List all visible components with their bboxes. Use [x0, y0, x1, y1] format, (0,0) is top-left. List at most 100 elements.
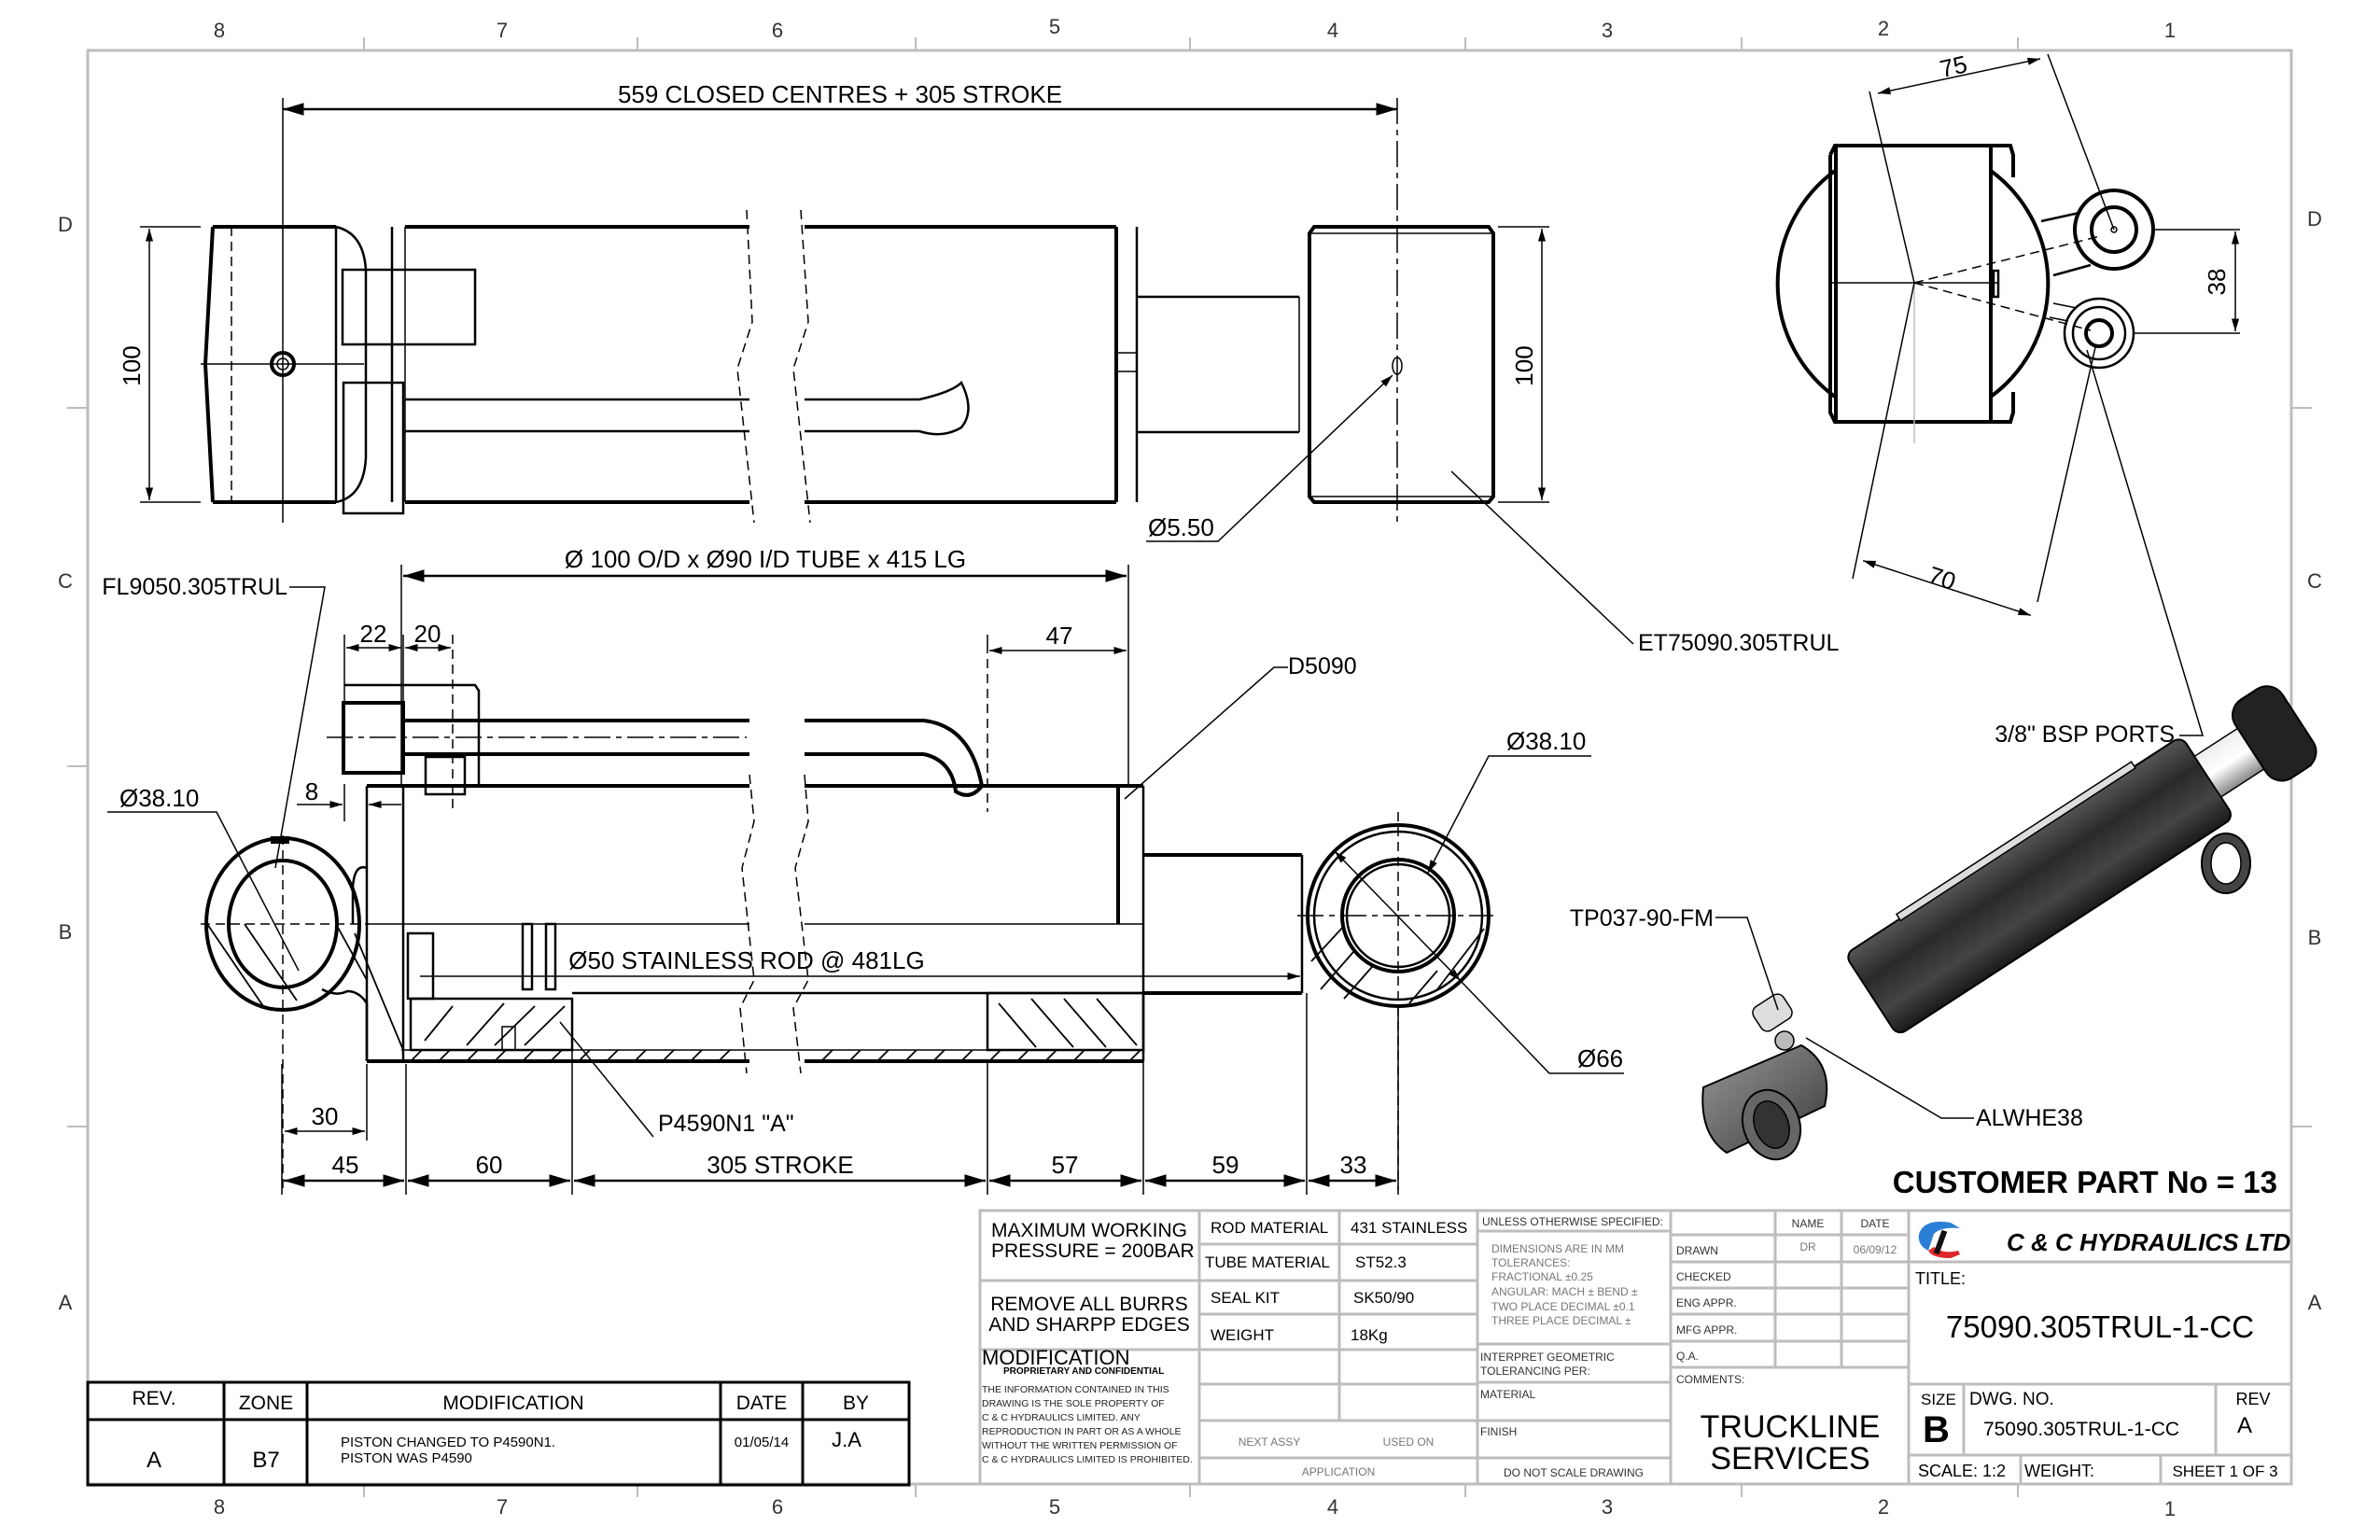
- material-label: ROD MATERIAL: [1211, 1219, 1328, 1237]
- dwg-no-value: 75090.305TRUL-1-CC: [1983, 1419, 2179, 1440]
- approvals-date-header: DATE: [1860, 1217, 1889, 1230]
- scale-value: SCALE: 1:2: [1918, 1462, 2006, 1480]
- dim-38: 38: [2203, 269, 2231, 296]
- dim-75: 75: [1938, 49, 1970, 83]
- bottom-dimension-chain: 45 60 305 STROKE 57 59 33: [281, 993, 1399, 1195]
- zone-d-right: D: [2307, 207, 2322, 231]
- tolerance-line: FRACTIONAL ±0.25: [1491, 1270, 1593, 1283]
- proprietary-line: C & C HYDRAULICS LIMITED IS PROHIBITED.: [982, 1454, 1193, 1465]
- comments-label: COMMENTS:: [1676, 1373, 1744, 1386]
- approval-row-date: 06/09/12: [1854, 1243, 1897, 1256]
- proprietary-line: THE INFORMATION CONTAINED IN THIS: [982, 1384, 1169, 1395]
- zone-8: 8: [214, 19, 225, 42]
- zone-5-bottom: 5: [1049, 1495, 1060, 1519]
- ports-callout: 3/8" BSP PORTS: [1995, 721, 2175, 748]
- material-label: WEIGHT: [1211, 1326, 1274, 1344]
- material-label: TUBE MATERIAL: [1205, 1253, 1330, 1271]
- burrs-note-line1: REMOVE ALL BURRS: [990, 1294, 1188, 1315]
- tolerance-line: THREE PLACE DECIMAL ±: [1491, 1314, 1631, 1327]
- material-value: 431 STAINLESS: [1351, 1219, 1467, 1237]
- iso-callout-top: TP037-90-FM: [1570, 905, 1714, 931]
- drawing-title: 75090.305TRUL-1-CC: [1946, 1309, 2254, 1344]
- zone-1-bottom: 1: [2164, 1497, 2176, 1520]
- zone-3-bottom: 3: [1602, 1495, 1613, 1519]
- rev-header-date: DATE: [736, 1393, 787, 1414]
- approval-row-label: MFG APPR.: [1676, 1323, 1737, 1337]
- base-callout: FL9050.305TRUL: [102, 574, 287, 600]
- zone-5: 5: [1049, 15, 1060, 38]
- used-on-label: USED ON: [1383, 1435, 1435, 1449]
- pressure-note-line1: MAXIMUM WORKING: [991, 1220, 1187, 1241]
- zone-2: 2: [1878, 17, 1889, 40]
- approval-row-label: CHECKED: [1676, 1270, 1731, 1283]
- dim-22: 22: [360, 620, 387, 648]
- tolerance-line: TWO PLACE DECIMAL ±0.1: [1491, 1300, 1635, 1313]
- application-label: APPLICATION: [1302, 1465, 1375, 1478]
- height-dim-right: 100: [1510, 345, 1538, 385]
- dim-47: 47: [1046, 622, 1073, 650]
- material-value: ST52.3: [1355, 1253, 1407, 1271]
- zone-3: 3: [1602, 19, 1613, 42]
- rev-row: A B7 PISTON CHANGED TO P4590N1. PISTON W…: [147, 1428, 861, 1473]
- zone-d-left: D: [58, 213, 73, 236]
- top-view: 559 CLOSED CENTRES + 305 STROKE: [118, 80, 1840, 656]
- dim-60: 60: [476, 1151, 503, 1179]
- zone-labels-side: D C B A D C B A: [58, 207, 2322, 1314]
- finish-field-label: FINISH: [1480, 1425, 1517, 1438]
- left-eye-dia: Ø38.10: [119, 784, 199, 812]
- proprietary-line: REPRODUCTION IN PART OR AS A WHOLE: [982, 1426, 1182, 1437]
- zone-6-bottom: 6: [772, 1495, 783, 1519]
- pressure-note-line2: PRESSURE = 200BAR: [991, 1240, 1195, 1262]
- weight-label: WEIGHT:: [2024, 1462, 2094, 1480]
- material-value: 18Kg: [1351, 1326, 1388, 1344]
- zone-a-left: A: [59, 1291, 73, 1314]
- proprietary-text: THE INFORMATION CONTAINED IN THIS DRAWIN…: [982, 1384, 1193, 1465]
- tolerances-block: UNLESS OTHERWISE SPECIFIED: DIMENSIONS A…: [1480, 1215, 1663, 1479]
- zone-c-left: C: [58, 569, 73, 593]
- customer-part-number: CUSTOMER PART No = 13: [1893, 1165, 2277, 1199]
- zone-a-right: A: [2308, 1291, 2322, 1314]
- material-field-label: MATERIAL: [1480, 1388, 1535, 1401]
- rev-value: A: [2237, 1413, 2252, 1438]
- modification-label: MODIFICATION: [982, 1346, 1129, 1369]
- size-label: SIZE: [1921, 1391, 1956, 1408]
- comments-line1: TRUCKLINE: [1701, 1409, 1881, 1445]
- revision-table: REV. ZONE MODIFICATION DATE BY A B7 PIST…: [86, 1380, 911, 1487]
- do-not-scale-label: DO NOT SCALE DRAWING: [1504, 1466, 1644, 1479]
- zone-b-right: B: [2308, 926, 2322, 949]
- geometric-line1: INTERPRET GEOMETRIC: [1480, 1351, 1615, 1364]
- tolerance-line: DIMENSIONS ARE IN MM: [1491, 1242, 1624, 1255]
- approval-row-label: ENG APPR.: [1676, 1296, 1737, 1309]
- proprietary-line: C & C HYDRAULICS LIMITED. ANY: [982, 1412, 1141, 1423]
- rev-row-modification-line1: PISTON CHANGED TO P4590N1.: [341, 1435, 555, 1450]
- approvals-name-header: NAME: [1792, 1217, 1825, 1230]
- materials-table: ROD MATERIAL 431 STAINLESS TUBE MATERIAL…: [1205, 1219, 1467, 1344]
- burrs-note-line2: AND SHARPP EDGES: [988, 1314, 1190, 1336]
- title-label: TITLE:: [1915, 1269, 1966, 1288]
- zone-b-left: B: [59, 920, 73, 944]
- right-eye-outer-dia: Ø66: [1577, 1044, 1623, 1072]
- dim-57: 57: [1052, 1151, 1079, 1179]
- comments-line2: SERVICES: [1710, 1441, 1869, 1477]
- hole-dia-dim: Ø5.50: [1148, 513, 1214, 541]
- dim-33: 33: [1340, 1151, 1367, 1179]
- dwg-no-label: DWG. NO.: [1969, 1390, 2054, 1409]
- dim-30: 30: [312, 1102, 339, 1130]
- zone-7: 7: [497, 19, 508, 42]
- title-block: MAXIMUM WORKING PRESSURE = 200BAR REMOVE…: [978, 1209, 2293, 1486]
- section-view: Ø 100 O/D x Ø90 I/D TUBE x 415 LG FL9050…: [102, 545, 1624, 1195]
- rev-header-rev: REV.: [132, 1388, 175, 1409]
- approval-row-label: Q.A.: [1676, 1350, 1699, 1363]
- rev-row-modification-line2: PISTON WAS P4590: [341, 1450, 472, 1466]
- rev-label: REV: [2235, 1390, 2270, 1408]
- material-value: SK50/90: [1353, 1289, 1414, 1307]
- zone-8-bottom: 8: [214, 1495, 225, 1519]
- end-view: 75 70 38 3/8" BSP PORTS: [1775, 49, 2240, 748]
- tube-dim: Ø 100 O/D x Ø90 I/D TUBE x 415 LG: [565, 545, 966, 573]
- proprietary-line: DRAWING IS THE SOLE PROPERTY OF: [982, 1398, 1165, 1409]
- zone-labels-bottom: 8 7 6 5 4 3 2 1: [214, 1495, 2176, 1520]
- dim-20: 20: [414, 620, 441, 648]
- iso-callout-bottom: ALWHE38: [1976, 1105, 2083, 1131]
- material-label: SEAL KIT: [1211, 1289, 1280, 1307]
